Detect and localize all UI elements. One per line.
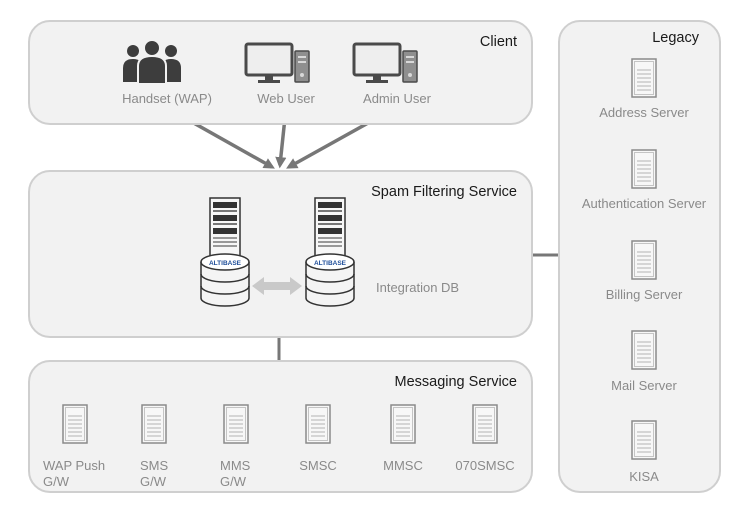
- spam-filtering-panel: Spam Filtering Service: [28, 170, 533, 338]
- server-icon: [472, 404, 498, 444]
- server-icon: [631, 149, 657, 189]
- panel-title: Spam Filtering Service: [371, 184, 517, 200]
- server-icon: [631, 240, 657, 280]
- bidirectional-arrow-icon: [252, 277, 302, 295]
- messaging-item-label: MMS G/W: [220, 458, 251, 489]
- legacy-item-label: KISA: [629, 469, 659, 484]
- svg-text:ALTIBASE: ALTIBASE: [209, 260, 242, 267]
- messaging-item-label: SMSC: [299, 458, 337, 473]
- client-label-handset: Handset (WAP): [122, 91, 212, 106]
- client-label-web-user: Web User: [257, 91, 315, 106]
- legacy-item-label: Authentication Server: [581, 196, 707, 211]
- server-icon: [631, 420, 657, 460]
- legacy-item-label: Billing Server: [605, 287, 683, 302]
- client-label-admin-user: Admin User: [363, 91, 431, 106]
- messaging-item-label: 070SMSC: [455, 458, 515, 473]
- users-icon: [123, 39, 181, 84]
- desktop-computer-icon: [244, 42, 312, 84]
- panel-title: Client: [479, 34, 517, 50]
- messaging-item-label: MMSC: [383, 458, 423, 473]
- server-icon: [305, 404, 331, 444]
- server-icon: [223, 404, 249, 444]
- server-icon: [390, 404, 416, 444]
- server-icon: [62, 404, 88, 444]
- server-icon: [631, 330, 657, 370]
- messaging-item-label: SMS G/W: [140, 458, 169, 489]
- legacy-item-label: Mail Server: [611, 378, 677, 393]
- server-icon: [631, 58, 657, 98]
- legacy-item-label: Address Server: [599, 105, 689, 120]
- database-server-icon: ALTIBASE: [200, 197, 250, 307]
- panel-title: Legacy: [652, 30, 699, 46]
- panel-title: Messaging Service: [394, 374, 518, 390]
- messaging-panel: Messaging Service: [28, 360, 533, 493]
- svg-text:ALTIBASE: ALTIBASE: [314, 260, 347, 267]
- desktop-computer-icon: [352, 42, 420, 84]
- messaging-item-label: WAP Push G/W: [43, 458, 106, 489]
- database-server-icon: ALTIBASE: [305, 197, 355, 307]
- integration-db-label: Integration DB: [376, 280, 460, 295]
- server-icon: [141, 404, 167, 444]
